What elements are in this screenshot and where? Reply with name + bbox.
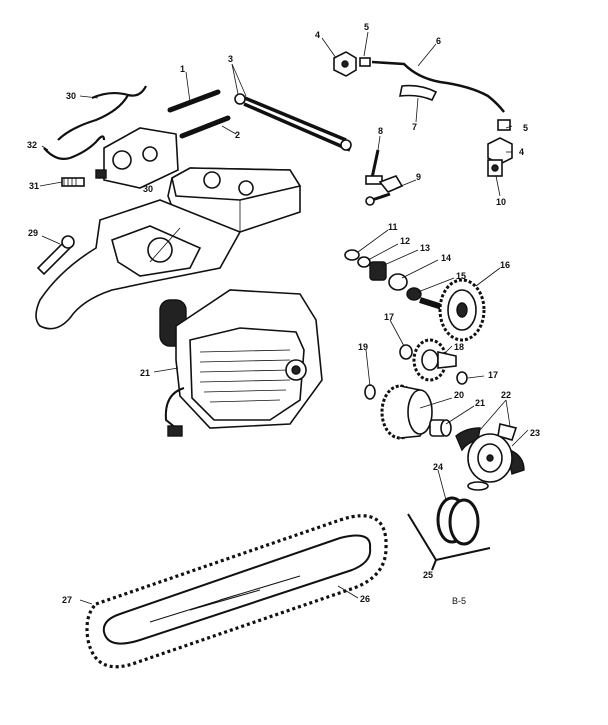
callout-4-right: 4 [519,147,524,157]
callout-29: 29 [28,228,38,238]
callout-18: 18 [454,342,464,352]
washer-part-17-lower [456,371,468,385]
spring-part-24 [467,481,489,491]
nut-part-4-top [333,51,357,77]
callout-16: 16 [500,260,510,270]
sprocket-gear-part-18 [412,338,457,382]
pin-part-2 [179,115,231,139]
fitting-part-10 [487,159,503,177]
callout-25: 25 [423,570,433,580]
washer-part-15 [406,287,422,301]
callout-5-top: 5 [364,22,369,32]
callout-12: 12 [400,236,410,246]
washer-part-14 [388,273,408,291]
callout-9: 9 [416,172,421,182]
figure-id: B-5 [452,596,466,606]
pinion-part-13 [369,261,387,281]
callout-32: 32 [27,140,37,150]
callout-5-right: 5 [523,123,528,133]
drive-gear-part-16 [419,278,486,342]
callout-3: 3 [228,54,233,64]
washer-part-19 [364,384,376,400]
callout-21-right: 21 [475,398,485,408]
callout-11: 11 [388,222,398,232]
clutch-drum-part-20 [380,384,433,440]
pin-part-1 [167,89,221,113]
leader-lines [39,31,529,605]
engine-assembly-part-21 [159,289,323,437]
ferrule-part-5-top [359,57,371,67]
nut-part-4-right [487,137,513,165]
callout-4-top: 4 [315,30,320,40]
callout-26: 26 [360,594,370,604]
callout-6: 6 [436,36,441,46]
bushing-part-21 [429,419,452,437]
callout-31: 31 [29,181,39,191]
washer-part-17-upper [399,344,413,360]
callout-22: 22 [501,390,511,400]
shock-rods-part [234,93,352,152]
callout-7: 7 [412,122,417,132]
callout-27: 27 [62,595,72,605]
callout-20: 20 [454,390,464,400]
callout-30-lower: 30 [143,184,153,194]
callout-17-lower: 17 [488,370,498,380]
screw-part-9 [365,192,391,206]
callout-13: 13 [420,243,430,253]
callout-8: 8 [378,126,383,136]
washer-part-12 [357,256,371,268]
choke-rod-part [43,135,106,160]
guide-bar-part-26 [102,534,372,645]
callout-17-upper: 17 [384,312,394,322]
washer-part-11 [344,249,360,261]
callout-14: 14 [441,253,451,263]
callout-30: 30 [66,91,76,101]
screw-part-31 [61,177,85,187]
ferrule-part-5-right [497,119,511,131]
callout-15: 15 [456,271,466,281]
oil-line-part-6 [371,60,505,113]
callout-1: 1 [180,64,185,74]
callout-10: 10 [496,197,506,207]
carburetor-part [95,127,179,189]
callout-24: 24 [433,462,443,472]
callout-19: 19 [358,342,368,352]
bolt-part-8 [365,149,404,193]
callout-2: 2 [235,130,240,140]
grommet-part-7 [399,84,438,102]
plunger-part-29 [36,235,75,276]
clutch-hub-part-23 [467,433,513,483]
clutch-spring-rings-part-25 [436,496,480,546]
housing-part [35,167,302,330]
callout-23: 23 [530,428,540,438]
callout-21-left: 21 [140,368,150,378]
throttle-rod-part [57,85,147,141]
